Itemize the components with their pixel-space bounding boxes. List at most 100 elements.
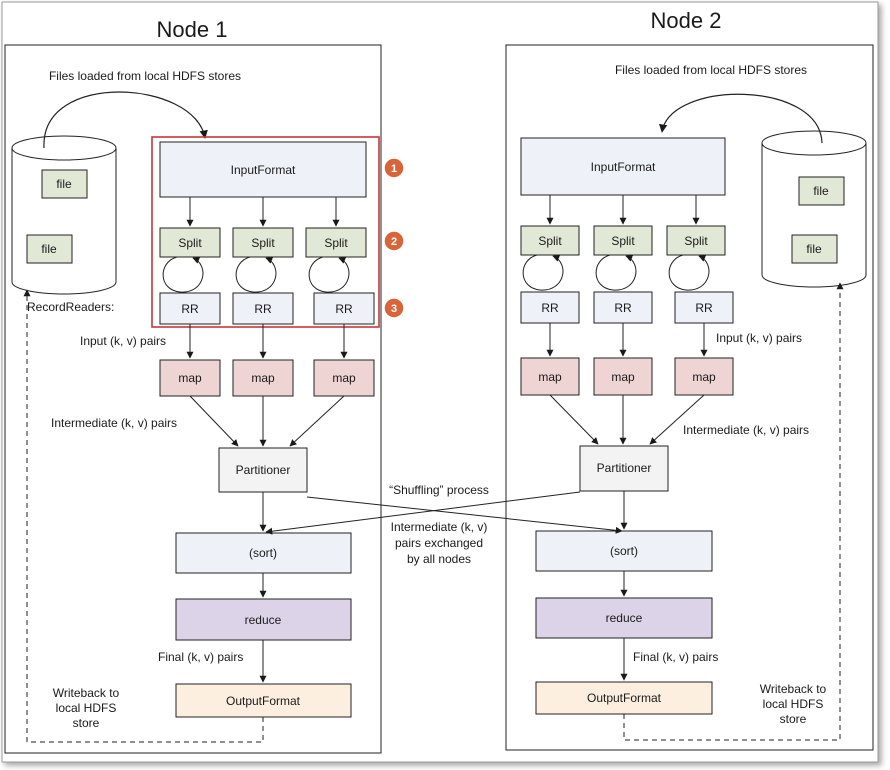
file-label: file	[806, 242, 822, 256]
shuffle-title: “Shuffling” process	[389, 483, 489, 497]
recordreaders-label: RecordReaders:	[27, 300, 114, 314]
outer-frame	[1, 1, 879, 763]
split-label: Split	[324, 236, 348, 250]
file-label: file	[56, 177, 72, 191]
node-1: Node 1 Files loaded from local HDFS stor…	[4, 17, 405, 754]
writeback-arrow	[23, 289, 264, 743]
map-label: map	[332, 371, 356, 385]
map-box	[159, 359, 221, 397]
writeback-arrow	[623, 282, 844, 741]
load-arrow	[659, 93, 823, 144]
reduce-label: reduce	[606, 611, 643, 625]
partitioner-box	[579, 445, 669, 492]
partitioner-box	[218, 447, 308, 493]
badge-2	[383, 230, 405, 252]
split-label: Split	[611, 234, 635, 248]
rr-label: RR	[181, 302, 199, 316]
writeback-line-1: Writeback to	[760, 682, 827, 696]
writeback-line-3: store	[73, 716, 100, 730]
final-pairs-label: Final (k, v) pairs	[633, 650, 718, 664]
map-label: map	[251, 371, 275, 385]
loop-arrow	[162, 256, 204, 293]
outputformat-label: OutputFormat	[587, 691, 662, 705]
hdfs-store	[761, 130, 867, 288]
file-box	[791, 234, 838, 264]
rr-box	[593, 291, 653, 324]
rr-box	[313, 292, 375, 325]
intermediate-pairs-label: Intermediate (k, v) pairs	[51, 416, 177, 430]
split-label: Split	[684, 234, 708, 248]
rr-label: RR	[695, 301, 713, 315]
badge-3	[383, 297, 405, 319]
loop-arrow	[595, 254, 637, 291]
partitioner-label: Partitioner	[597, 461, 652, 475]
file-box	[26, 234, 73, 264]
map-label: map	[178, 371, 202, 385]
input-pairs-label: Input (k, v) pairs	[80, 334, 166, 348]
split-box	[666, 225, 726, 256]
loop-arrow	[308, 256, 350, 293]
shuffle-section: “Shuffling” process Intermediate (k, v) …	[265, 483, 623, 569]
file-label: file	[41, 242, 57, 256]
map-box	[593, 357, 653, 396]
sort-label: (sort)	[249, 546, 277, 560]
shuffle-note-line-3: by all nodes	[407, 552, 471, 566]
node-2: Node 2 Files loaded from local HDFS stor…	[505, 8, 874, 751]
files-loaded-label: Files loaded from local HDFS stores	[615, 63, 807, 77]
map-label: map	[611, 370, 635, 384]
rr-label: RR	[541, 301, 559, 315]
reduce-box	[535, 597, 713, 639]
map-label: map	[538, 370, 562, 384]
split-box	[593, 225, 653, 256]
shuffle-note-line-2: pairs exchanged	[395, 536, 483, 550]
badge-1	[383, 157, 405, 179]
node-container	[505, 44, 874, 751]
split-box	[232, 227, 294, 258]
rr-label: RR	[614, 301, 632, 315]
split-label: Split	[251, 236, 275, 250]
rr-box	[674, 291, 734, 324]
sort-label: (sort)	[610, 544, 638, 558]
arrow	[189, 395, 239, 447]
file-box	[798, 176, 845, 206]
highlight-frame	[151, 136, 380, 328]
shuffle-note-line-1: Intermediate (k, v)	[391, 520, 488, 534]
shuffle-arrow	[265, 491, 581, 535]
writeback-line-2: local HDFS	[763, 697, 824, 711]
files-loaded-label: Files loaded from local HDFS stores	[49, 69, 241, 83]
arrow	[649, 394, 705, 445]
reduce-box	[175, 598, 352, 641]
sort-box	[175, 532, 352, 574]
file-label: file	[813, 184, 829, 198]
map-box	[313, 359, 375, 397]
loop-arrow	[668, 254, 710, 291]
hdfs-store	[11, 135, 117, 295]
rr-label: RR	[254, 302, 272, 316]
writeback-line-1: Writeback to	[53, 686, 120, 700]
shuffle-note-bg	[386, 519, 488, 569]
outputformat-box	[175, 683, 352, 718]
loop-arrow	[522, 254, 564, 291]
inputformat-label: InputFormat	[231, 163, 296, 177]
arrow	[289, 395, 345, 447]
split-label: Split	[538, 234, 562, 248]
rr-box	[520, 291, 580, 324]
outputformat-label: OutputFormat	[226, 694, 301, 708]
input-pairs-label: Input (k, v) pairs	[716, 331, 802, 345]
sort-box	[535, 530, 713, 572]
writeback-line-3: store	[780, 712, 807, 726]
loop-arrow	[235, 256, 277, 293]
node-title: Node 2	[651, 8, 722, 33]
intermediate-pairs-label: Intermediate (k, v) pairs	[683, 423, 809, 437]
writeback-line-2: local HDFS	[56, 701, 117, 715]
badge-2-label: 2	[391, 236, 397, 248]
outputformat-box	[535, 681, 713, 715]
badge-1-label: 1	[391, 163, 397, 175]
node-container	[4, 44, 382, 754]
map-box	[520, 357, 580, 396]
rr-box	[159, 292, 221, 325]
shuffle-arrow	[306, 496, 623, 534]
reduce-label: reduce	[245, 613, 282, 627]
rr-label: RR	[335, 302, 353, 316]
